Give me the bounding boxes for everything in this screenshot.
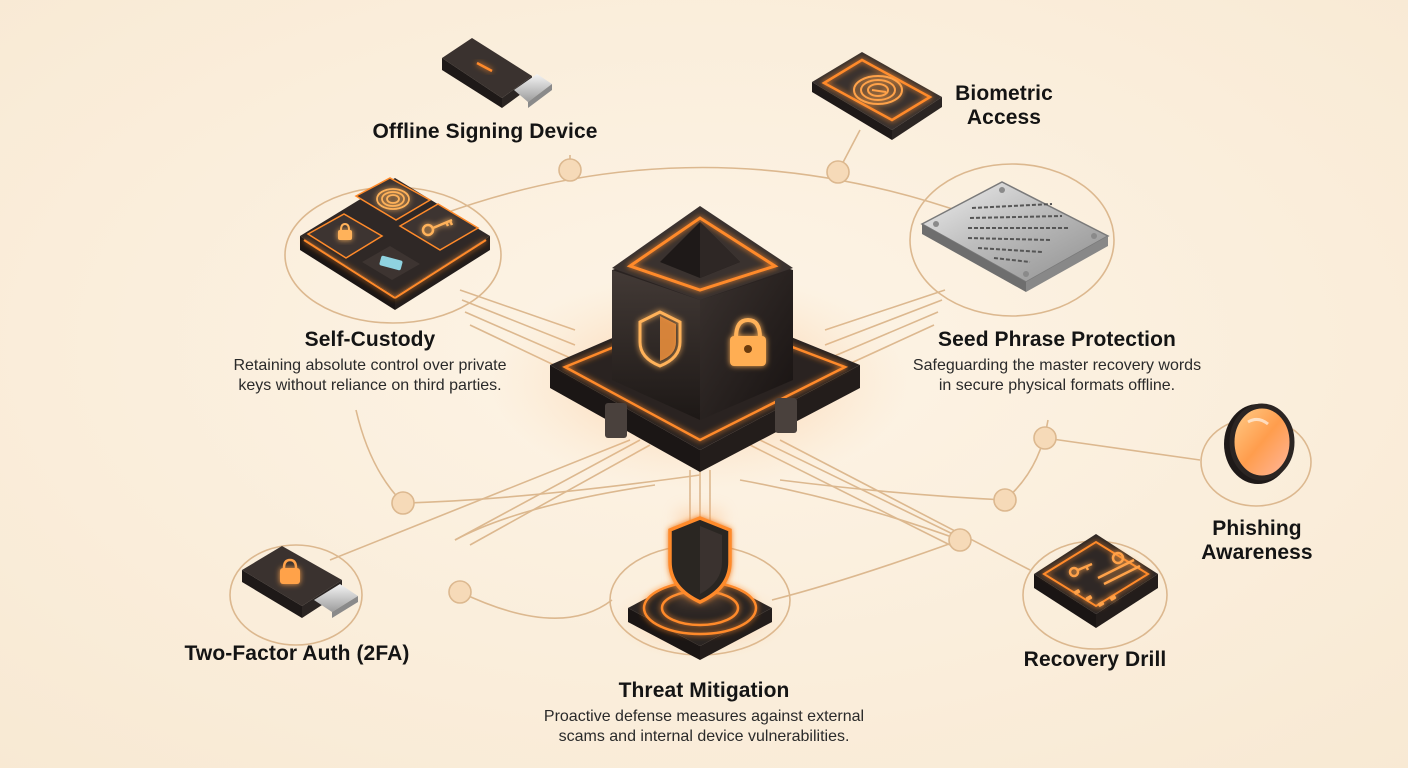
self-custody-desc-line-1: Retaining absolute control over private: [233, 356, 506, 376]
phishing-title-line-1: Phishing: [1201, 517, 1312, 541]
phishing-title: Phishing Awareness: [1201, 517, 1312, 565]
self-custody-block: Self-Custody Retaining absolute control …: [233, 328, 506, 396]
threat-title: Threat Mitigation: [544, 679, 864, 703]
biometric-title-line-2: Access: [955, 106, 1053, 130]
biometric-title-line-1: Biometric: [955, 82, 1053, 106]
offline-signing-title: Offline Signing Device: [372, 120, 597, 144]
self-custody-title: Self-Custody: [233, 328, 506, 352]
two-factor-title: Two-Factor Auth (2FA): [185, 642, 410, 666]
dot-offline: [559, 159, 581, 181]
lens-icon: [1224, 404, 1292, 484]
dot-bottom-left: [449, 581, 471, 603]
dot-right: [994, 489, 1016, 511]
seed-phrase-title: Seed Phrase Protection: [913, 328, 1201, 352]
dot-phishing: [1034, 427, 1056, 449]
seed-phrase-block: Seed Phrase Protection Safeguarding the …: [913, 328, 1201, 396]
recovery-title: Recovery Drill: [1024, 648, 1167, 672]
dot-biometric: [827, 161, 849, 183]
threat-desc-line-2: scams and internal device vulnerabilitie…: [544, 727, 864, 747]
seed-phrase-desc-line-2: in secure physical formats offline.: [913, 376, 1201, 396]
seed-phrase-desc-line-1: Safeguarding the master recovery words: [913, 356, 1201, 376]
threat-block: Threat Mitigation Proactive defense meas…: [544, 679, 864, 747]
biometric-title: Biometric Access: [955, 82, 1053, 130]
dot-bottom-right: [949, 529, 971, 551]
phishing-title-line-2: Awareness: [1201, 541, 1312, 565]
self-custody-desc-line-2: keys without reliance on third parties.: [233, 376, 506, 396]
dot-left: [392, 492, 414, 514]
threat-desc-line-1: Proactive defense measures against exter…: [544, 707, 864, 727]
